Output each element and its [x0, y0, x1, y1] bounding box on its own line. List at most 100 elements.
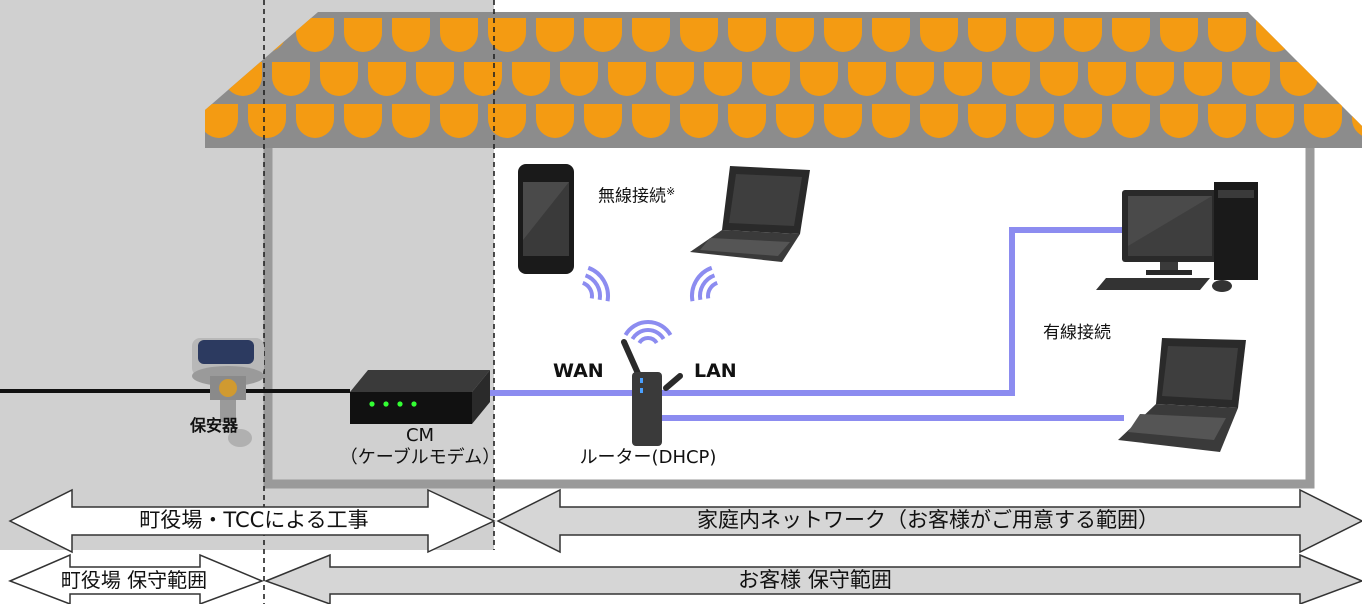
router-icon [621, 339, 683, 446]
protector-icon [192, 338, 264, 447]
roof-tile [1160, 18, 1198, 52]
roof-tile [368, 62, 406, 96]
wifi-arc [623, 320, 673, 337]
roof-tile [1136, 62, 1174, 96]
roof-tile [872, 18, 910, 52]
roof-tile [296, 18, 334, 52]
wifi-arc [706, 280, 719, 299]
roof-tile [1016, 104, 1054, 138]
roof-tile [632, 18, 670, 52]
roof-tile [680, 104, 718, 138]
roof-tile [944, 62, 982, 96]
modem-leds [369, 401, 417, 407]
router-wifi-icon [623, 320, 673, 345]
roof-tile [920, 18, 958, 52]
roof [205, 12, 1362, 148]
roof-tile [205, 104, 238, 138]
modem-led [383, 401, 389, 407]
roof-tile [584, 104, 622, 138]
smartphone-icon [518, 164, 574, 274]
phone-wifi-icon [581, 265, 610, 302]
roof-tile [776, 104, 814, 138]
roof-tile [248, 104, 286, 138]
roof-tile [440, 18, 478, 52]
roof-tile [776, 18, 814, 52]
wireless-note-mark: ※ [666, 185, 676, 198]
wifi-arc [637, 336, 659, 345]
wifi-arc [581, 280, 594, 299]
modem-led [411, 401, 417, 407]
roof-tile [488, 104, 526, 138]
roof-tile [1040, 62, 1078, 96]
roof-tile [728, 18, 766, 52]
roof-tile [992, 62, 1030, 96]
roof-tile [968, 18, 1006, 52]
roof-tiles [205, 18, 1362, 138]
roof-tile [1088, 62, 1126, 96]
roof-tile [680, 18, 718, 52]
roof-tile [824, 18, 862, 52]
roof-tile [1256, 104, 1294, 138]
roof-tile [608, 62, 646, 96]
roof-tile [536, 104, 574, 138]
roof-tile [1160, 104, 1198, 138]
roof-tile [1304, 18, 1342, 52]
desktop-pc-icon [1096, 182, 1258, 292]
roof-tile [632, 104, 670, 138]
roof-tile [584, 18, 622, 52]
cable-modem-label: CM [405, 425, 435, 446]
roof-tile [344, 104, 382, 138]
roof-tile [1352, 18, 1362, 52]
lan-label: LAN [694, 360, 737, 382]
roof-tile [1232, 62, 1270, 96]
roof-tile [800, 62, 838, 96]
modem-led [397, 401, 403, 407]
cable-modem-sublabel: （ケーブルモデム） [339, 447, 501, 468]
laptop-wifi-icon [690, 265, 719, 302]
home-network-range-arrow [496, 488, 1362, 554]
cable-modem-icon [350, 370, 490, 424]
roof-tile [752, 62, 790, 96]
customer-maintenance-range-label: お客様 保守範囲 [738, 568, 892, 592]
town-maintenance-range-arrow [8, 553, 265, 606]
roof-tile [1064, 104, 1102, 138]
roof-tile [1304, 104, 1342, 138]
roof-tile [1208, 18, 1246, 52]
customer-maintenance-range-arrow [263, 553, 1362, 606]
wan-label: WAN [553, 360, 604, 382]
roof-tile [1112, 104, 1150, 138]
roof-tile [488, 18, 526, 52]
wireless-laptop-icon [690, 166, 810, 262]
protector-label: 保安器 [190, 416, 239, 435]
roof-tile [824, 104, 862, 138]
roof-tile [1016, 18, 1054, 52]
wireless-connection-label: 無線接続※ [598, 185, 676, 207]
router-label: ルーター(DHCP) [579, 447, 717, 468]
wifi-arc [587, 265, 610, 302]
roof-tile [656, 62, 694, 96]
roof-tile [1064, 18, 1102, 52]
roof-tile [920, 104, 958, 138]
wifi-arc [584, 273, 602, 301]
roof-tile [392, 104, 430, 138]
roof-tile [392, 18, 430, 52]
roof-tile [968, 104, 1006, 138]
home-network-range-label: 家庭内ネットワーク（お客様がご用意する範囲） [697, 508, 1159, 532]
roof-tile [896, 62, 934, 96]
roof-tile [416, 62, 454, 96]
wired-connection-label: 有線接続 [1043, 323, 1111, 343]
roof-tile [1184, 62, 1222, 96]
roof-tile [848, 62, 886, 96]
roof-tile [464, 62, 502, 96]
house-wall [263, 140, 1315, 489]
roof-tile [536, 18, 574, 52]
roof-tile [704, 62, 742, 96]
construction-range-arrow [8, 488, 496, 554]
roof-tile [1208, 104, 1246, 138]
town-maintenance-range-label: 町役場 保守範囲 [60, 568, 208, 592]
modem-led [369, 401, 375, 407]
wifi-arc [630, 328, 666, 341]
wifi-arc [690, 265, 713, 302]
